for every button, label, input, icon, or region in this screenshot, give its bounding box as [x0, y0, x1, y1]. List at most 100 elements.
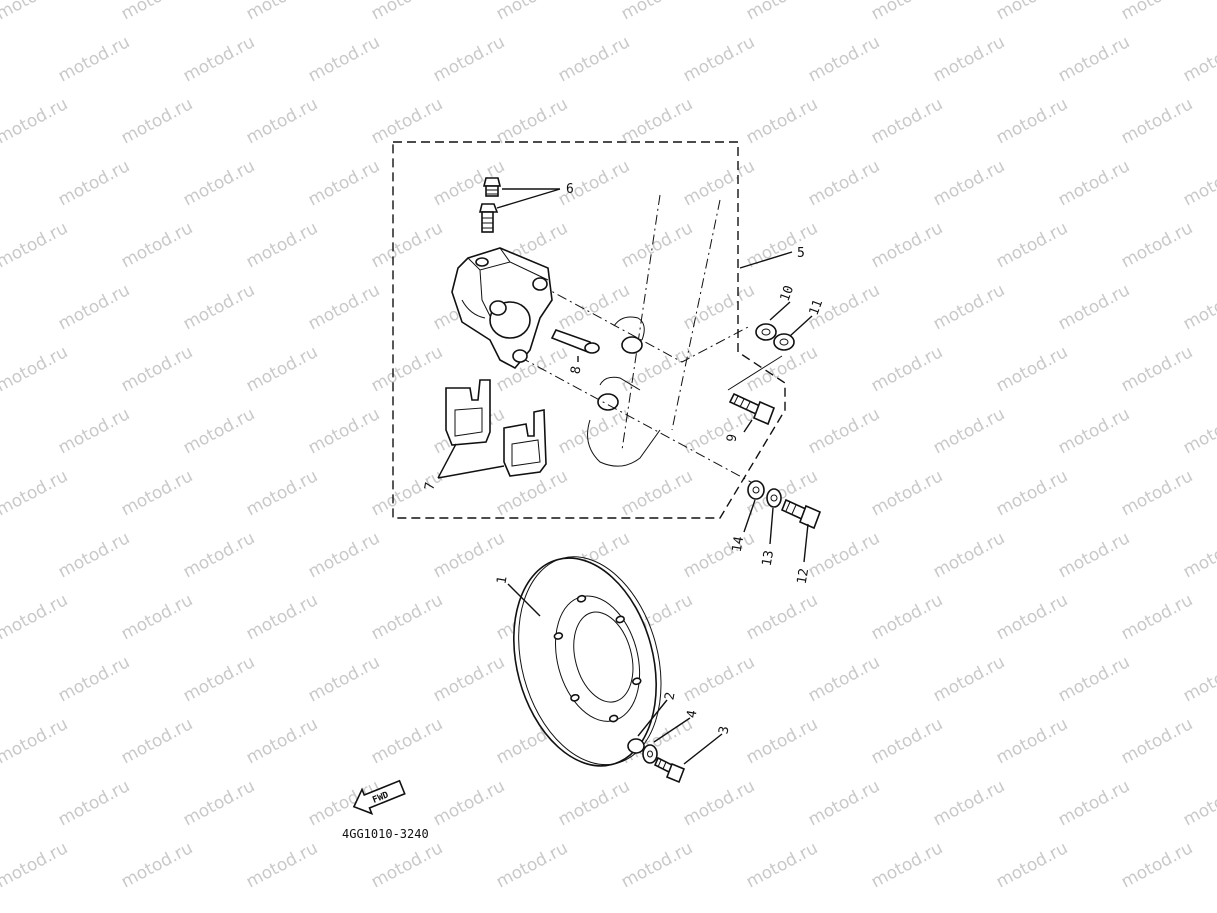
watermark-text: motod.ru — [305, 156, 383, 210]
watermark-text: motod.ru — [1118, 342, 1196, 396]
watermark-text: motod.ru — [805, 776, 883, 830]
watermark-text: motod.ru — [118, 590, 196, 644]
watermark-text: motod.ru — [680, 776, 758, 830]
fork-leg — [587, 194, 721, 467]
watermark-text: motod.ru — [368, 714, 446, 768]
watermark-text: motod.ru — [1180, 404, 1217, 458]
watermark-text: motod.ru — [555, 32, 633, 86]
watermark-text: motod.ru — [930, 528, 1008, 582]
watermark-text: motod.ru — [430, 528, 508, 582]
watermark-text: motod.ru — [868, 838, 946, 892]
callout-10: 10 — [778, 284, 797, 304]
watermark-text: motod.ru — [555, 280, 633, 334]
callout-9: 9 — [724, 433, 740, 443]
watermark-text: motod.ru — [118, 838, 196, 892]
watermark-text: motod.ru — [243, 838, 321, 892]
fwd-arrow-icon: FWD — [352, 779, 406, 815]
watermark-text: motod.ru — [55, 404, 133, 458]
callout-11: 11 — [807, 298, 826, 318]
watermark-text: motod.ru — [305, 404, 383, 458]
watermark-text: motod.ru — [868, 342, 946, 396]
watermark-text: motod.ru — [993, 342, 1071, 396]
watermark-text: motod.ru — [868, 466, 946, 520]
watermark-text: motod.ru — [868, 218, 946, 272]
watermark-text: motod.ru — [1055, 404, 1133, 458]
watermark-text: motod.ru — [930, 404, 1008, 458]
watermark-text: motod.ru — [743, 838, 821, 892]
watermark-text: motod.ru — [1118, 218, 1196, 272]
callout-12: 12 — [795, 567, 812, 585]
watermark-text: motod.ru — [1118, 466, 1196, 520]
watermark-text: motod.ru — [368, 218, 446, 272]
watermark-text: motod.ru — [243, 94, 321, 148]
watermark-text: motod.ru — [680, 280, 758, 334]
watermark-text: motod.ru — [805, 156, 883, 210]
washer-14 — [747, 480, 765, 500]
watermark-text: motod.ru — [368, 0, 446, 24]
watermark-text: motod.ru — [993, 838, 1071, 892]
watermark-text: motod.ru — [0, 218, 71, 272]
watermark-text: motod.ru — [368, 466, 446, 520]
watermark-text: motod.ru — [1055, 776, 1133, 830]
watermark-text: motod.ru — [243, 466, 321, 520]
watermark-text: motod.ru — [0, 838, 71, 892]
watermark-text: motod.ru — [993, 0, 1071, 24]
watermark-text: motod.ru — [1055, 652, 1133, 706]
watermark-text: motod.ru — [493, 466, 571, 520]
bolt-12 — [780, 498, 822, 530]
watermark-text: motod.ru — [0, 590, 71, 644]
watermark-text: motod.ru — [1180, 32, 1217, 86]
watermark-text: motod.ru — [180, 404, 258, 458]
leader-lines — [437, 188, 813, 765]
watermark-text: motod.ru — [555, 776, 633, 830]
watermark-text: motod.ru — [993, 714, 1071, 768]
watermark-text: motod.ru — [743, 94, 821, 148]
watermark-text: motod.ru — [805, 652, 883, 706]
watermark-text: motod.ru — [180, 652, 258, 706]
washer-11 — [773, 333, 795, 351]
watermark-text: motod.ru — [243, 590, 321, 644]
watermark-text: motod.ru — [868, 590, 946, 644]
brake-pad-left — [445, 379, 491, 446]
nut-2 — [627, 738, 645, 754]
watermark-text: motod.ru — [305, 32, 383, 86]
watermark-text: motod.ru — [180, 156, 258, 210]
watermark-text: motod.ru — [368, 342, 446, 396]
watermark-text: motod.ru — [993, 466, 1071, 520]
watermark-text: motod.ru — [618, 94, 696, 148]
watermark-text: motod.ru — [0, 94, 71, 148]
watermark-text: motod.ru — [743, 714, 821, 768]
diagram-code: 4GG1010-3240 — [342, 827, 429, 841]
watermark-text: motod.ru — [55, 280, 133, 334]
watermark-text: motod.ru — [118, 94, 196, 148]
callout-1: 1 — [494, 575, 510, 585]
washer-4 — [642, 744, 658, 764]
watermark-text: motod.ru — [1180, 528, 1217, 582]
watermark-text: motod.ru — [1180, 776, 1217, 830]
watermark-text: motod.ru — [993, 94, 1071, 148]
watermark-text: motod.ru — [55, 776, 133, 830]
watermark-text: motod.ru — [180, 280, 258, 334]
watermark-text: motod.ru — [180, 528, 258, 582]
watermark-text: motod.ru — [243, 714, 321, 768]
watermark-text: motod.ru — [305, 652, 383, 706]
watermark-text: motod.ru — [1055, 528, 1133, 582]
watermark-text: motod.ru — [680, 528, 758, 582]
watermark-text: motod.ru — [430, 776, 508, 830]
watermark-text: motod.ru — [1118, 590, 1196, 644]
watermark-text: motod.ru — [1118, 94, 1196, 148]
watermark-text: motod.ru — [805, 32, 883, 86]
watermark-text: motod.ru — [868, 0, 946, 24]
watermark-text: motod.ru — [805, 404, 883, 458]
watermark-text: motod.ru — [55, 652, 133, 706]
bleed-screw-upper — [482, 177, 502, 197]
watermark-text: motod.ru — [493, 838, 571, 892]
watermark-text: motod.ru — [305, 528, 383, 582]
watermark-text: motod.ru — [55, 528, 133, 582]
watermark-text: motod.ru — [243, 0, 321, 24]
watermark-text: motod.ru — [180, 32, 258, 86]
watermark-text: motod.ru — [1055, 32, 1133, 86]
washer-13 — [766, 488, 782, 508]
watermark-text: motod.ru — [118, 218, 196, 272]
